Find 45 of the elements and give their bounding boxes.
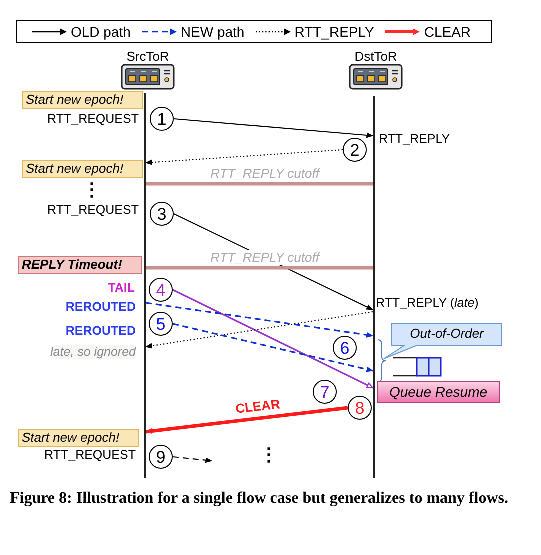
arrow — [172, 456, 213, 464]
callout-text: Out-of-Order — [409, 326, 486, 341]
event-tag: REPLY Timeout! — [18, 256, 142, 274]
node-title: DstToR — [354, 49, 398, 64]
message-label: late, so ignored — [50, 345, 136, 359]
arrow — [172, 289, 374, 389]
arrow — [172, 323, 374, 372]
lifeline — [144, 93, 146, 478]
step-number: 3 — [150, 202, 174, 226]
figure-caption: Figure 8: Illustration for a single flow case but generalizes to many flows. — [10, 489, 510, 509]
message-label: RTT_REPLY (late) — [376, 296, 479, 310]
message-label: RTT_REQUEST — [44, 448, 136, 462]
event-tag: Queue Resume — [377, 381, 500, 403]
cutoff-bar — [146, 182, 373, 186]
ellipsis-mark: ⋮ — [260, 446, 278, 464]
step-number: 5 — [149, 312, 173, 336]
step-number: 7 — [313, 380, 337, 404]
step-number: 8 — [348, 396, 372, 420]
message-label: RTT_REQUEST — [48, 203, 139, 217]
arrow — [145, 406, 348, 434]
message-label: RTT_REQUEST — [48, 112, 139, 126]
ellipsis-mark: ⋮ — [83, 181, 101, 199]
lifeline — [373, 96, 375, 478]
step-number: 4 — [149, 278, 173, 302]
step-number: 6 — [333, 336, 357, 360]
arrow — [145, 149, 344, 166]
message-label: RTT_REPLY — [379, 132, 450, 146]
step-number: 1 — [150, 107, 174, 131]
message-label: REROUTED — [66, 324, 136, 338]
event-tag: Start new epoch! — [22, 160, 143, 178]
arrow — [145, 311, 374, 349]
arrow — [174, 118, 374, 138]
message-label: TAIL — [108, 281, 135, 295]
event-tag: Start new epoch! — [18, 429, 139, 447]
message-label: REROUTED — [66, 300, 136, 314]
node-title: SrcToR — [126, 49, 170, 64]
cutoff-bar — [146, 266, 373, 270]
legend-label: CLEAR — [424, 24, 472, 40]
callout-bubble — [382, 323, 502, 360]
event-tag: Start new epoch! — [22, 91, 143, 109]
step-number: 9 — [149, 445, 173, 469]
legend-label: NEW path — [180, 24, 245, 40]
legend-label: RTT_REPLY — [294, 24, 374, 40]
step-number: 2 — [343, 138, 367, 162]
legend-label: OLD path — [70, 24, 131, 40]
